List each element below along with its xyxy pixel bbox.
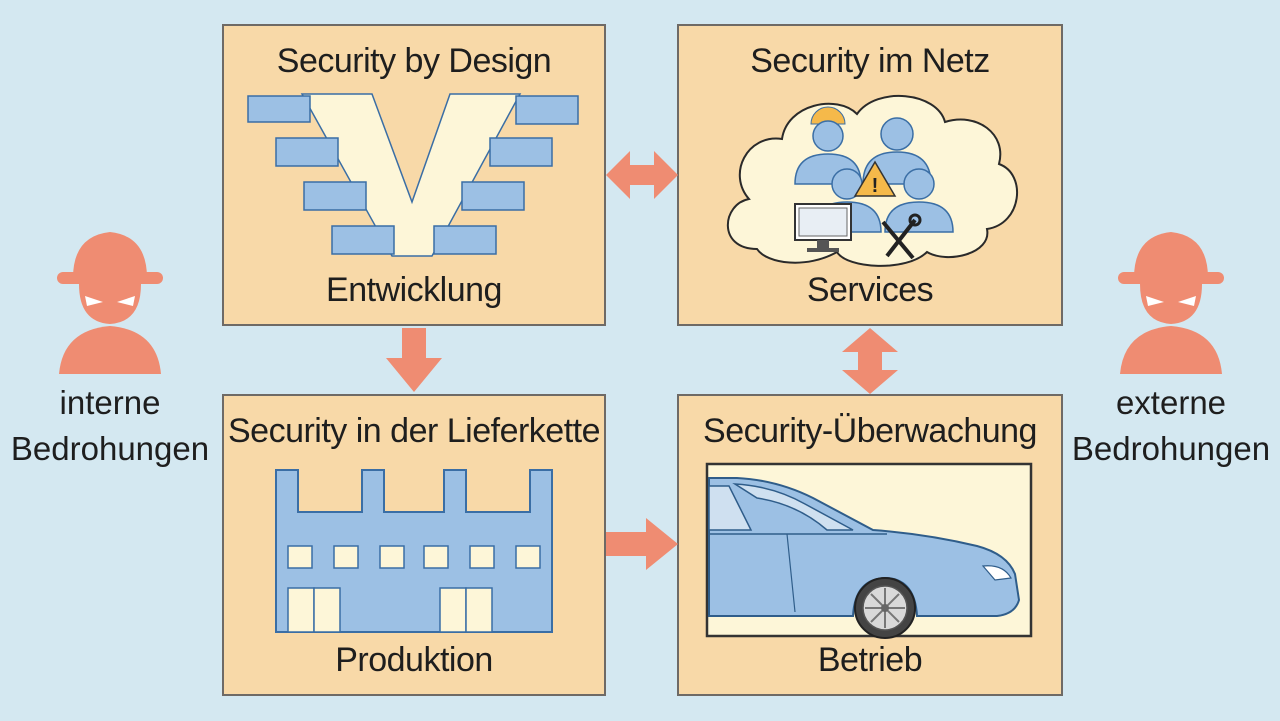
box-subtitle: Betrieb (817, 641, 923, 679)
arrow-lieferkette-to-ueberwachung (606, 518, 678, 570)
factory-icon (275, 469, 553, 633)
threat-line-1: interne (59, 384, 161, 421)
hacker-icon (57, 232, 163, 374)
team-cloud-icon: ! (726, 94, 1019, 267)
threat-line-2: Bedrohungen (10, 430, 210, 467)
box-subtitle: Entwicklung (326, 271, 502, 309)
box-security-im-netz: Security im Netz ! (677, 24, 1063, 326)
v-model-icon (247, 93, 579, 257)
internal-threats-label: interne Bedrohungen (0, 380, 220, 472)
arrow-design-to-lieferkette (386, 328, 442, 392)
box-subtitle: Produktion (335, 641, 493, 679)
threat-line-1: externe (1115, 384, 1227, 421)
box-title: Security by Design (276, 42, 552, 80)
box-title: Security im Netz (750, 42, 990, 80)
svg-text:!: ! (872, 175, 879, 197)
box-subtitle: Services (806, 271, 934, 309)
box-title: Security in der Lieferkette (227, 412, 601, 450)
box-title: Security-Überwachung (703, 412, 1037, 450)
arrow-design-to-netz (606, 151, 678, 199)
hacker-icon (1118, 232, 1224, 374)
box-security-by-design: Security by Design Entwicklung (222, 24, 606, 326)
box-security-in-der-lieferkette: Security in der Lieferkette Produktion (222, 394, 606, 696)
external-threats-label: externe Bedrohungen (1066, 380, 1276, 472)
box-security-ueberwachung: Security-Überwachung Betrieb (677, 394, 1063, 696)
arrow-netz-to-ueberwachung (842, 328, 898, 394)
threat-line-2: Bedrohungen (1071, 430, 1271, 467)
car-icon (705, 462, 1033, 639)
